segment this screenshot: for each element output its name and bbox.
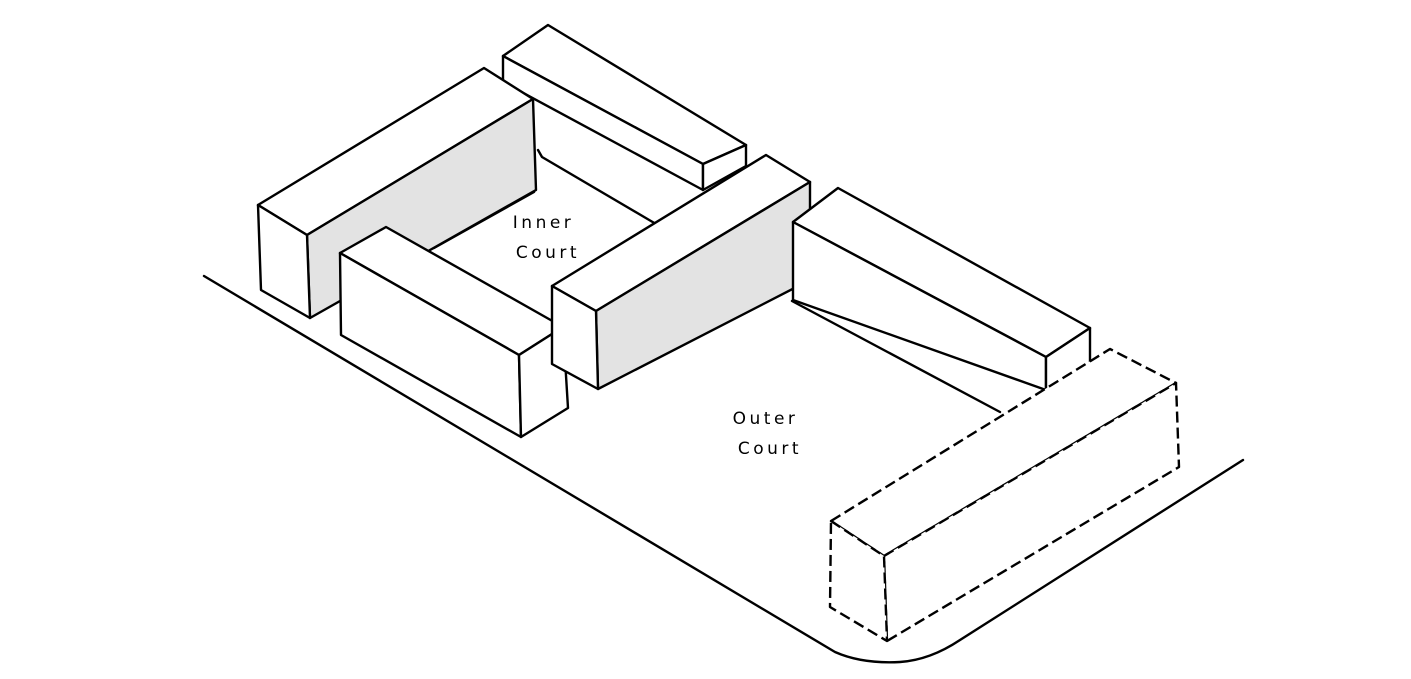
- block-left-end: [256, 203, 312, 320]
- outer-court-edge-right: [790, 299, 1002, 414]
- block-center-end: [550, 284, 600, 391]
- block-proposed: [828, 347, 1181, 643]
- block-front-left: [338, 225, 570, 439]
- inner-court-label-line1: Inner: [513, 213, 575, 233]
- inner-court-label: Inner Court: [513, 213, 583, 263]
- block-center: [550, 153, 812, 391]
- outer-court-label-line1: Outer: [733, 409, 799, 429]
- block-right: [791, 186, 1092, 392]
- outer-court-label-line2: Court: [738, 439, 802, 459]
- inner-court-label-line2: Court: [516, 243, 580, 263]
- outer-court-label: Outer Court: [733, 409, 808, 459]
- block-back: [501, 23, 748, 192]
- site-boundary-line: [202, 274, 1245, 664]
- block-proposed-end: [828, 519, 889, 643]
- inner-court-edge-back: [536, 148, 658, 226]
